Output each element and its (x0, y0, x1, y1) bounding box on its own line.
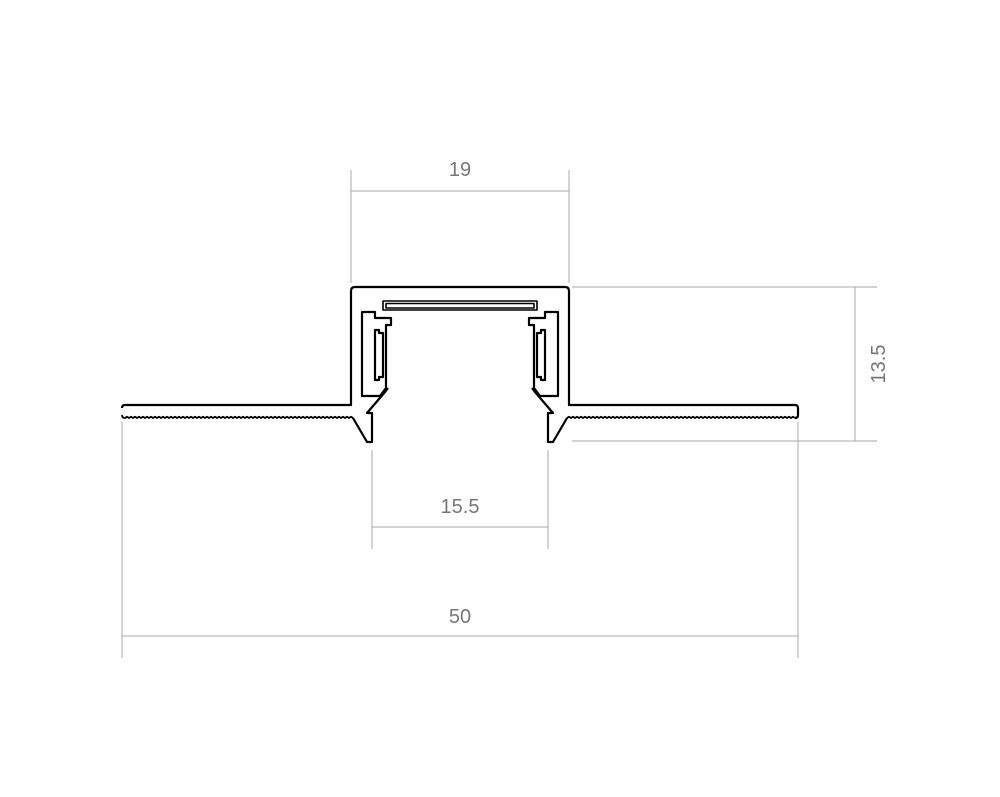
profile-outline (120, 285, 800, 444)
right-clip (527, 310, 560, 398)
dimension-50: 50 (121, 422, 799, 658)
dimension-19: 19 (350, 159, 570, 283)
dimension-label-50: 50 (449, 606, 471, 628)
diffuser (382, 300, 538, 311)
dimension-label-13-5: 13.5 (868, 345, 890, 384)
dimension-label-19: 19 (449, 159, 471, 181)
outer-contour (120, 285, 800, 444)
flange-serration (121, 414, 796, 419)
dimension-label-15-5: 15.5 (441, 496, 480, 518)
dimension-13-5: 13.5 (572, 286, 890, 442)
dimension-15-5: 15.5 (371, 450, 549, 549)
left-clip (360, 310, 393, 398)
